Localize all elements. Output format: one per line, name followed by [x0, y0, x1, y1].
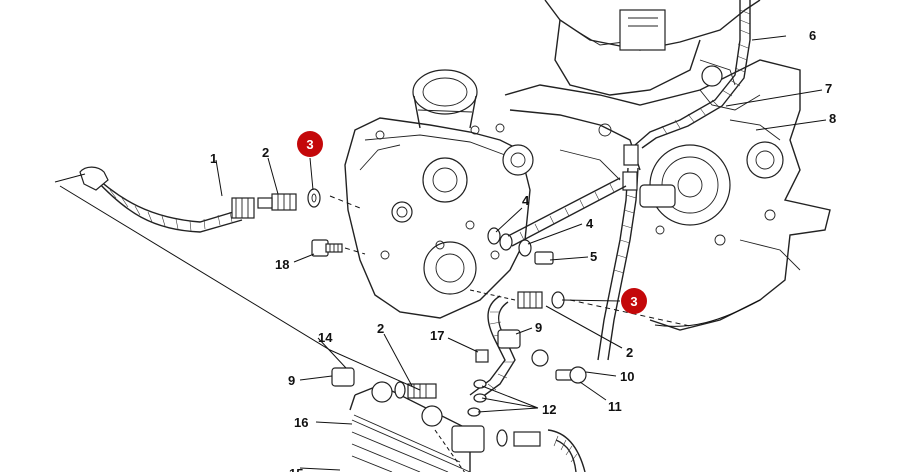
pulley: [746, 141, 784, 179]
fitting-9-right: [497, 329, 521, 349]
oil-cooler-16: [331, 349, 586, 472]
leader-lines: [215, 35, 827, 471]
fittings-4-5: [487, 177, 627, 265]
label-part-12: 12: [542, 402, 556, 417]
washer-3-top: [307, 188, 321, 208]
hose-6-union: [623, 144, 639, 166]
label-part-2-top: 2: [262, 145, 269, 160]
pump-cover-boss: [422, 157, 468, 203]
cooler-inlet-block: [451, 425, 485, 453]
oil-hose-1: [79, 166, 255, 233]
hose-1-banjo: [79, 166, 109, 191]
outlet-fitting: [639, 184, 676, 208]
label-part-9-right: 9: [535, 320, 542, 335]
fitting-9-left: [331, 367, 355, 387]
union-2-top: [257, 193, 297, 211]
hose-1-nut: [231, 197, 255, 219]
label-part-5: 5: [590, 249, 597, 264]
label-part-4-lower: 4: [586, 216, 594, 231]
label-part-14: 14: [318, 330, 333, 345]
oil-hose-6: [597, 0, 751, 361]
bolt-18: [311, 239, 343, 257]
label-part-18: 18: [275, 257, 289, 272]
badge-label-3-top: 3: [306, 137, 313, 152]
label-part-1: 1: [210, 151, 217, 166]
pump-lower-boss: [423, 241, 477, 295]
label-part-2-low: 2: [377, 321, 384, 336]
label-part-16: 16: [294, 415, 308, 430]
label-part-15: 15: [289, 466, 303, 472]
union-lower-right: [513, 431, 541, 447]
oil-pump-housing: [344, 69, 534, 319]
engine-block: [504, 0, 831, 331]
engine-boss: [619, 9, 666, 51]
label-part-4-upper: 4: [522, 193, 530, 208]
label-part-7: 7: [825, 81, 832, 96]
label-part-6: 6: [809, 28, 816, 43]
label-part-2-right: 2: [626, 345, 633, 360]
bolt-17: [475, 349, 489, 363]
hose-6-tee: [622, 171, 638, 191]
label-part-11: 11: [608, 399, 622, 414]
oil-hose-mid: [469, 291, 587, 401]
sensor-fitting: [502, 144, 534, 176]
label-part-10: 10: [620, 369, 634, 384]
callout-badge-3-right: 3: [621, 288, 647, 314]
label-part-8: 8: [829, 111, 836, 126]
label-part-17: 17: [430, 328, 444, 343]
badge-label-3-right: 3: [630, 294, 637, 309]
pump-port: [391, 201, 413, 223]
filler-neck: [412, 69, 478, 115]
construction-lines: [54, 173, 761, 472]
washer-3: [307, 188, 321, 208]
breather-cap: [701, 65, 723, 87]
part-labels: 1 2 6 7 8 4 4 5 18 9 2 10 11 17 12 14 2 …: [210, 28, 836, 472]
callout-badge-3-top: 3: [297, 131, 323, 157]
label-part-9-left: 9: [288, 373, 295, 388]
